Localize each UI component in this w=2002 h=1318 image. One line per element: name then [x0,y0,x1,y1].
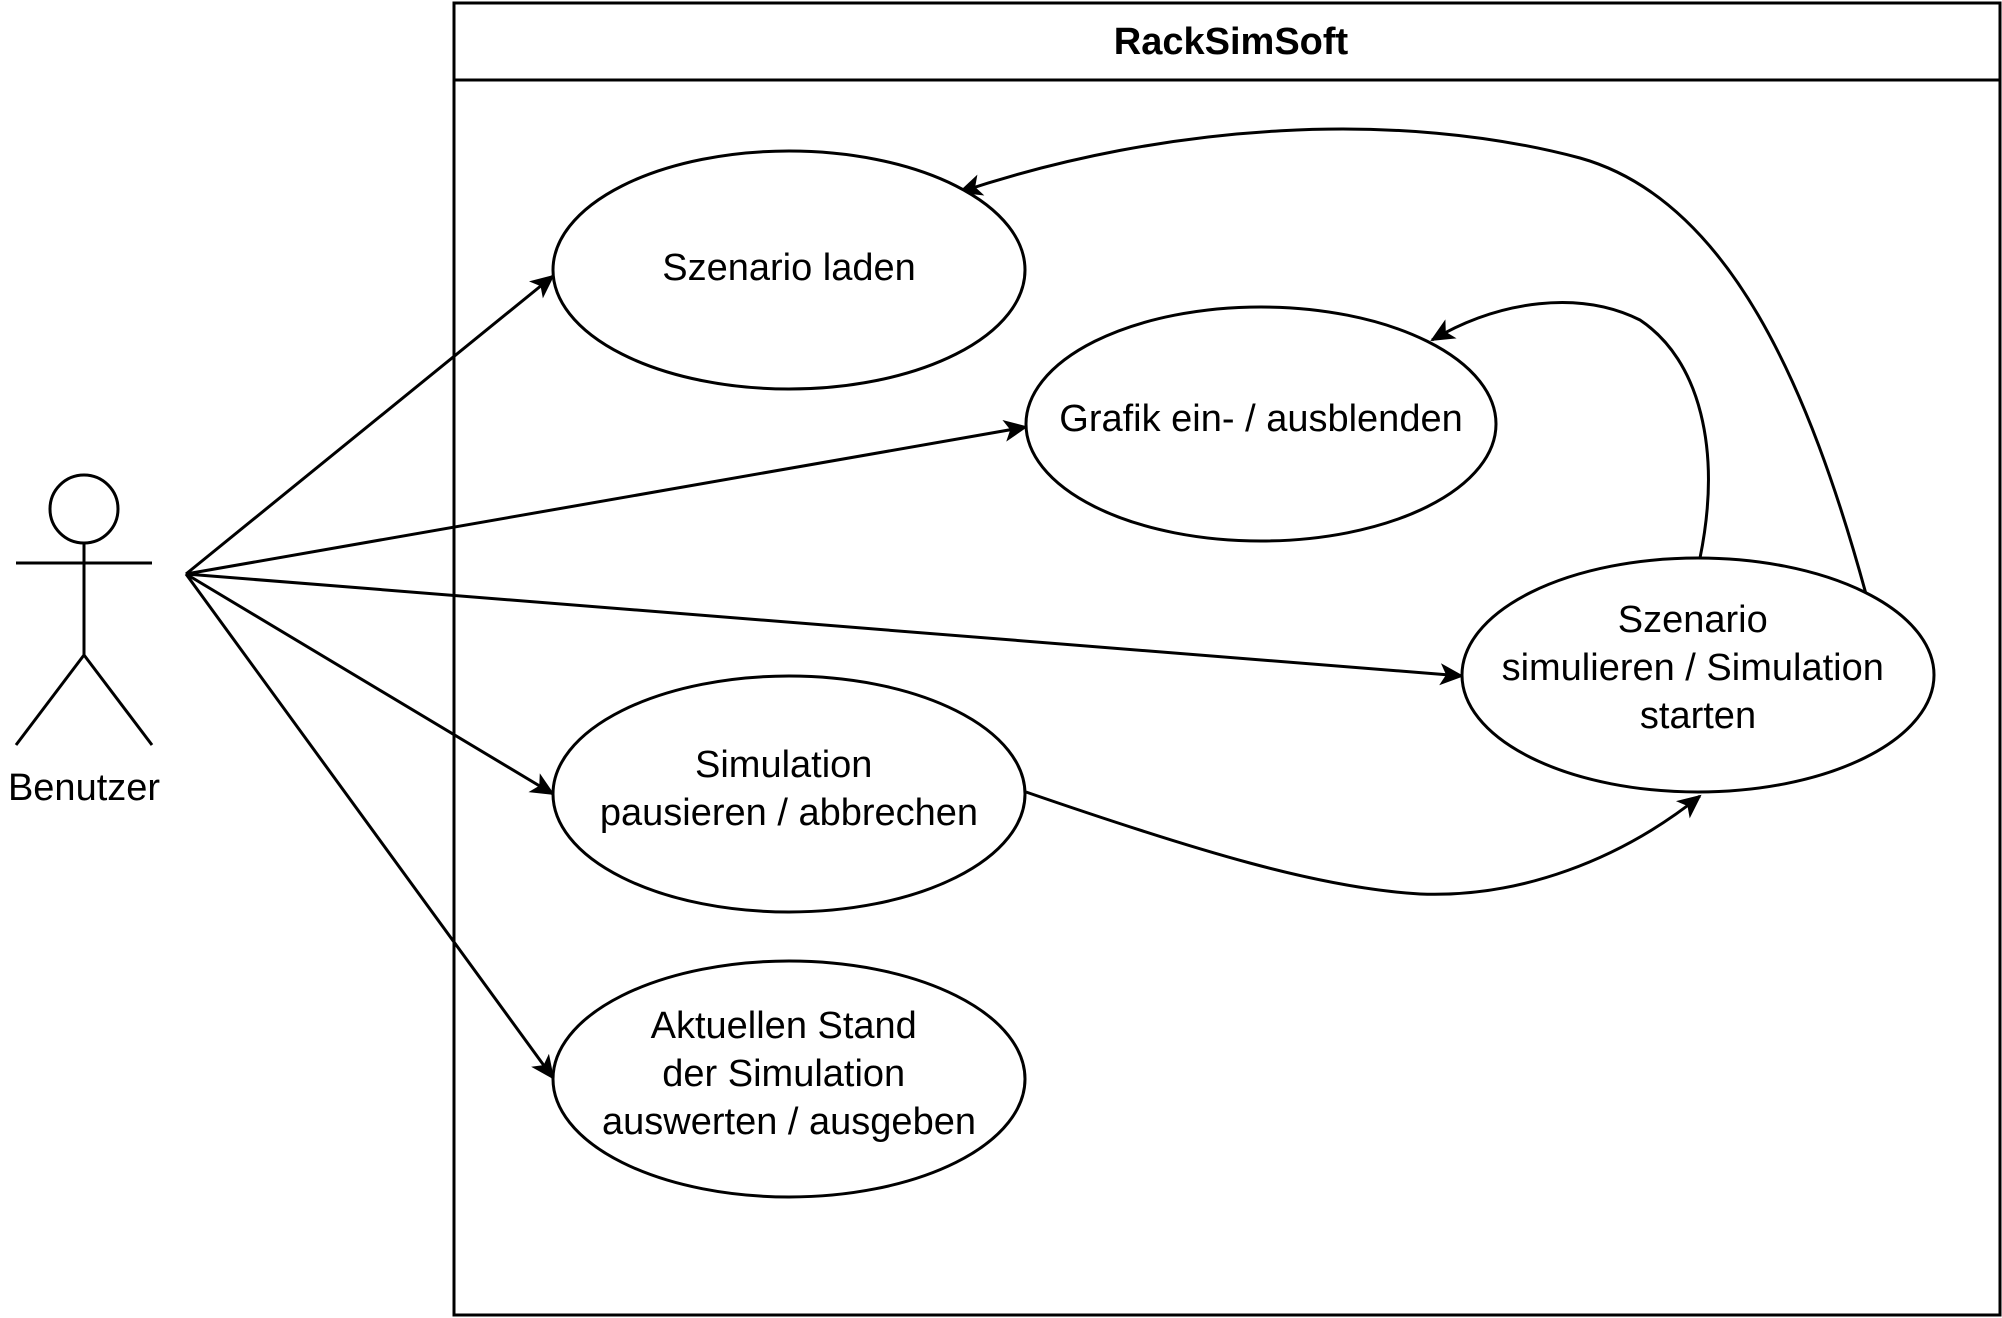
assoc-arrow-load [185,274,555,576]
use-case-simulate-ellipse [1460,556,1936,794]
use-case-graphics: Grafik ein- / ausblenden [1024,305,1498,543]
use-case-evaluate: Aktuellen Stand der Simulation auswerten… [551,959,1027,1199]
use-case-graphics-label: Grafik ein- / ausblenden [1059,398,1462,440]
actor-right-leg [82,654,154,746]
use-case-evaluate-ellipse [551,959,1027,1199]
actor-benutzer: Benutzer [8,473,160,809]
use-case-pause: Simulation pausieren / abbrechen [551,674,1027,914]
actor-head [48,473,120,545]
use-case-simulate: Szenario simulieren / Simulation starten [1460,556,1936,794]
use-case-simulate-label: Szenario simulieren / Simulation starten [1502,599,1895,737]
use-case-load-ellipse [551,149,1027,391]
use-case-pause-ellipse [551,674,1027,914]
assoc-arrow-pause [185,572,555,796]
assoc-arrow-evaluate [184,573,555,1080]
relation-pause-to-simulate [1025,790,1702,896]
actor-left-leg [14,654,86,746]
use-case-load: Szenario laden [551,149,1027,391]
use-case-graphics-ellipse [1024,305,1498,543]
relation-simulate-to-graphics [1430,301,1710,559]
assoc-arrow-simulate [185,572,1464,686]
assoc-arrow-graphics [185,419,1028,576]
use-case-evaluate-label: Aktuellen Stand der Simulation auswerten… [602,1005,976,1143]
use-case-relations [958,127,1868,896]
relation-simulate-to-load [958,127,1868,595]
use-case-load-label: Szenario laden [662,247,916,289]
system-title: RackSimSoft [1114,21,1349,63]
use-case-pause-label: Simulation pausieren / abbrechen [600,744,978,834]
actor-associations [184,274,1464,1080]
actor-label: Benutzer [8,767,160,809]
